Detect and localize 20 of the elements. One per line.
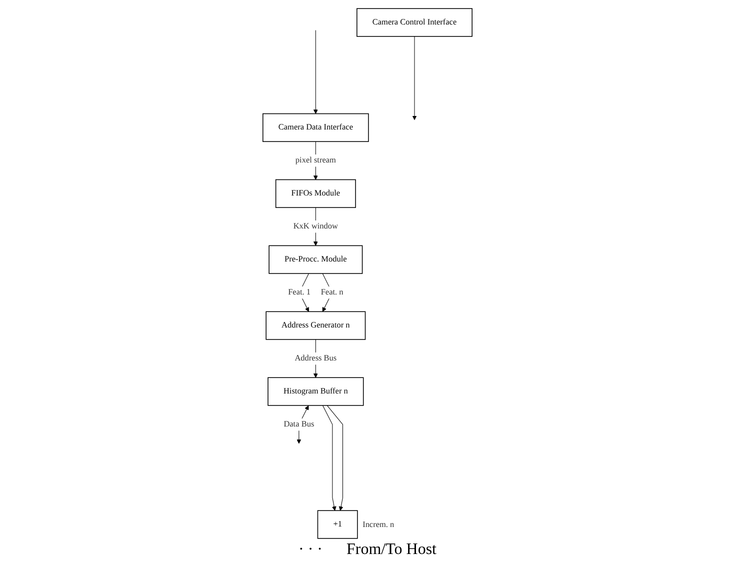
node-box: Camera Control Interface: [356, 8, 472, 37]
arrow: [412, 36, 417, 120]
node-box: Address Generator n: [266, 311, 366, 340]
node-box: Histogram Buffer n: [268, 377, 364, 406]
edge-label: KxK window: [293, 222, 338, 231]
node-box: Camera Data Interface: [262, 113, 369, 142]
arrow: [313, 30, 318, 114]
edge-label: Feat. n: [320, 288, 344, 297]
node-caption: Increm. n: [362, 520, 394, 530]
edge-label: Address Bus: [294, 354, 337, 363]
arrow: [322, 405, 336, 511]
edge-label: Data Bus: [284, 420, 314, 429]
node-box: Pre-Procc. Module: [268, 245, 363, 274]
arrow: [326, 405, 344, 511]
note-text: From/To Host: [346, 541, 436, 559]
edge-label: Feat. 1: [288, 288, 311, 297]
edge-label: pixel stream: [295, 156, 336, 165]
node-box: FIFOs Module: [275, 179, 356, 208]
note-text: · · ·: [298, 541, 322, 559]
node-box: +1: [317, 510, 358, 539]
